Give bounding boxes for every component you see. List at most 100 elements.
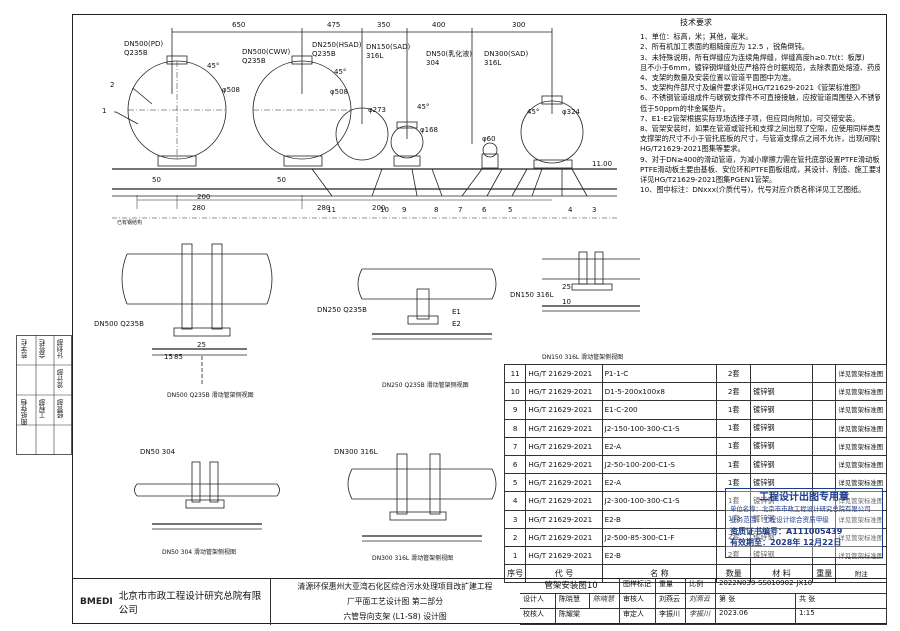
role-label: 校核人 bbox=[520, 609, 556, 625]
strip-label: 设计部 bbox=[57, 369, 65, 389]
bom-cell-weight bbox=[812, 382, 837, 402]
drawing-number: 2022N039-SS010902-JX10 bbox=[716, 579, 887, 594]
strip-label: 签字栏 bbox=[21, 339, 29, 359]
dim-label: E2 bbox=[452, 320, 461, 328]
bom-cell-note: 详见管架标准图 bbox=[835, 363, 887, 384]
dim-label: 50 bbox=[277, 176, 286, 184]
strip-label: 经营部 bbox=[57, 399, 65, 419]
bom-cell-mat: 镀锌钢 bbox=[750, 491, 814, 511]
note-item: 8、管架安装时，如果在管道或管托和支撑之间出现了空隙，应使用同样类型进行填充； bbox=[640, 124, 880, 134]
od-label: φ168 bbox=[420, 126, 438, 134]
bom-cell-code: HG/T 21629-2021 bbox=[525, 545, 603, 566]
note-item: PTFE滑动板主要由基板、安位环和PTFE面板组成，其设计、制造、施工要求 bbox=[640, 164, 880, 174]
elevation-label: 11.00 bbox=[592, 160, 612, 168]
callout: 10 bbox=[380, 206, 389, 214]
angle-label: 45° bbox=[417, 103, 429, 111]
od-label: φ60 bbox=[482, 135, 496, 143]
bom-cell-note: 详见管架标准图 bbox=[835, 382, 887, 402]
bom-cell-no: 4 bbox=[503, 491, 527, 511]
bom-cell-code: HG/T 21629-2021 bbox=[525, 473, 603, 493]
note-item: 3、未特殊说明，所有焊缝应为连续角焊缝，焊缝高度h≥0.7t(t：板厚) bbox=[640, 52, 865, 62]
note-item: 7、E1-E2管架根据实际现场选择子项，但应同向附加，可交错安装。 bbox=[640, 113, 860, 123]
note-item: 6、不锈钢管道组成件与碳钢支撑件不可直接接触，应按管道周围垫入不锈钢或氯离子含量 bbox=[640, 93, 880, 103]
pipe-material: 316L bbox=[366, 52, 383, 60]
note-item: 支撑架的尺寸不小于管托底板的尺寸，与管道支撑点之间不允许，出现间隙出现 bbox=[640, 134, 880, 144]
bom-cell-name: E2-B bbox=[601, 545, 718, 566]
bom-cell-code: HG/T 21629-2021 bbox=[525, 418, 603, 438]
dim-label: 25 bbox=[197, 341, 206, 349]
pipe-label: DN300(SAD) bbox=[484, 50, 528, 58]
bom-cell-mat bbox=[750, 363, 814, 384]
note-item: 低于50ppm的非金属垫片。 bbox=[640, 103, 730, 113]
bom-cell-name: E2-B bbox=[601, 509, 718, 529]
dim-label: 10 bbox=[562, 298, 571, 306]
callout: 4 bbox=[568, 206, 573, 214]
bom-cell-note: 详见管架标准图 bbox=[835, 400, 887, 420]
bom-cell-note: 详见管架标准图 bbox=[835, 473, 887, 493]
steel-label: 已有钢结构 bbox=[117, 219, 142, 226]
technical-notes: 技术要求 1、单位：标高，米；其他，毫米。 2、所有机加工表面的粗糙度应为 12… bbox=[640, 18, 880, 195]
bom-cell-qty: 1套 bbox=[716, 454, 752, 475]
dim-label: 200 bbox=[372, 204, 385, 212]
bom-cell-qty: 2套 bbox=[716, 363, 752, 384]
dim-label: 650 bbox=[232, 21, 245, 29]
role-label: 审定人 bbox=[620, 609, 656, 625]
dim-label: 200 bbox=[197, 193, 210, 201]
pipe-label: DN250(HSAD) bbox=[312, 41, 362, 49]
project-subtitle: 厂平面工艺设计图 第二部分 bbox=[346, 597, 444, 606]
pipe-material: 316L bbox=[484, 59, 501, 67]
bom-cell-no: 10 bbox=[503, 382, 527, 402]
detail-pipe-label: DN250 Q235B bbox=[317, 306, 367, 314]
bom-cell-no: 8 bbox=[503, 418, 527, 438]
pipe-label: DN500(PD) bbox=[124, 40, 163, 48]
bom-cell-name: E1-C-200 bbox=[601, 400, 718, 420]
angle-label: 45° bbox=[527, 108, 539, 116]
design-seal-stamp: 工程设计出图专用章 单位名称：北京市市政工程设计研究总院有限公司 业务范围：工程… bbox=[725, 488, 883, 558]
bom-cell-weight bbox=[812, 363, 837, 384]
pipe-rack-elevation-drawing: 650 475 350 400 300 DN500(PD) Q235B DN50… bbox=[94, 21, 640, 562]
pipe-material: 304 bbox=[426, 59, 440, 67]
od-label: φ273 bbox=[368, 106, 386, 114]
bom-cell-no: 11 bbox=[503, 363, 527, 384]
detail-caption: DN150 316L 滑动管架侧视图 bbox=[542, 353, 623, 361]
bom-cell-note: 详见管架标准图 bbox=[835, 454, 887, 475]
dim-label: 15 bbox=[164, 353, 173, 361]
bom-cell-name: E2-A bbox=[601, 473, 718, 493]
bom-cell-weight bbox=[812, 473, 837, 493]
bom-cell-note: 详见管架标准图 bbox=[835, 418, 887, 438]
bom-cell-weight bbox=[812, 454, 837, 475]
bom-cell-name: E2-A bbox=[601, 436, 718, 456]
dim-label: 50 bbox=[152, 176, 161, 184]
stamp-line: 单位名称：北京市市政工程设计研究总院有限公司 bbox=[730, 505, 871, 513]
bom-cell-mat: 镀锌钢 bbox=[750, 454, 814, 475]
dim-label: 400 bbox=[432, 21, 445, 29]
detail-caption: DN50 304 滑动管架侧视图 bbox=[162, 548, 236, 556]
note-item: 且不小于6mm，镀锌钢焊缝处应严格符合时据规范，去除表面处熔渣、药皮等。 bbox=[640, 62, 880, 72]
bom-cell-mat: 镀锌钢 bbox=[750, 473, 814, 493]
strip-grid bbox=[16, 335, 72, 455]
bom-cell-no: 7 bbox=[503, 436, 527, 456]
bom-cell-mat: 镀锌钢 bbox=[750, 418, 814, 438]
callout: 8 bbox=[434, 206, 438, 214]
role-name: 李振川 bbox=[656, 609, 686, 625]
total-label: 共 张 bbox=[796, 594, 887, 609]
detail-caption: DN500 Q235B 滑动管架侧视图 bbox=[167, 391, 254, 399]
dim-label: 475 bbox=[327, 21, 340, 29]
strip-label: 工程部 bbox=[39, 399, 47, 419]
stamp-title: 工程设计出图专用章 bbox=[759, 492, 849, 503]
stamp-line: 资质证书编号：A111005439 bbox=[730, 527, 843, 536]
angle-label: 45° bbox=[207, 62, 219, 70]
drawing-frame bbox=[72, 14, 887, 624]
dim-label: E1 bbox=[452, 308, 461, 316]
drawing-mark-label: 图样标记 bbox=[620, 579, 656, 594]
detail-pipe-label: DN50 304 bbox=[140, 448, 176, 456]
date: 2023.06 bbox=[716, 609, 796, 625]
bom-cell-qty: 1套 bbox=[716, 400, 752, 420]
